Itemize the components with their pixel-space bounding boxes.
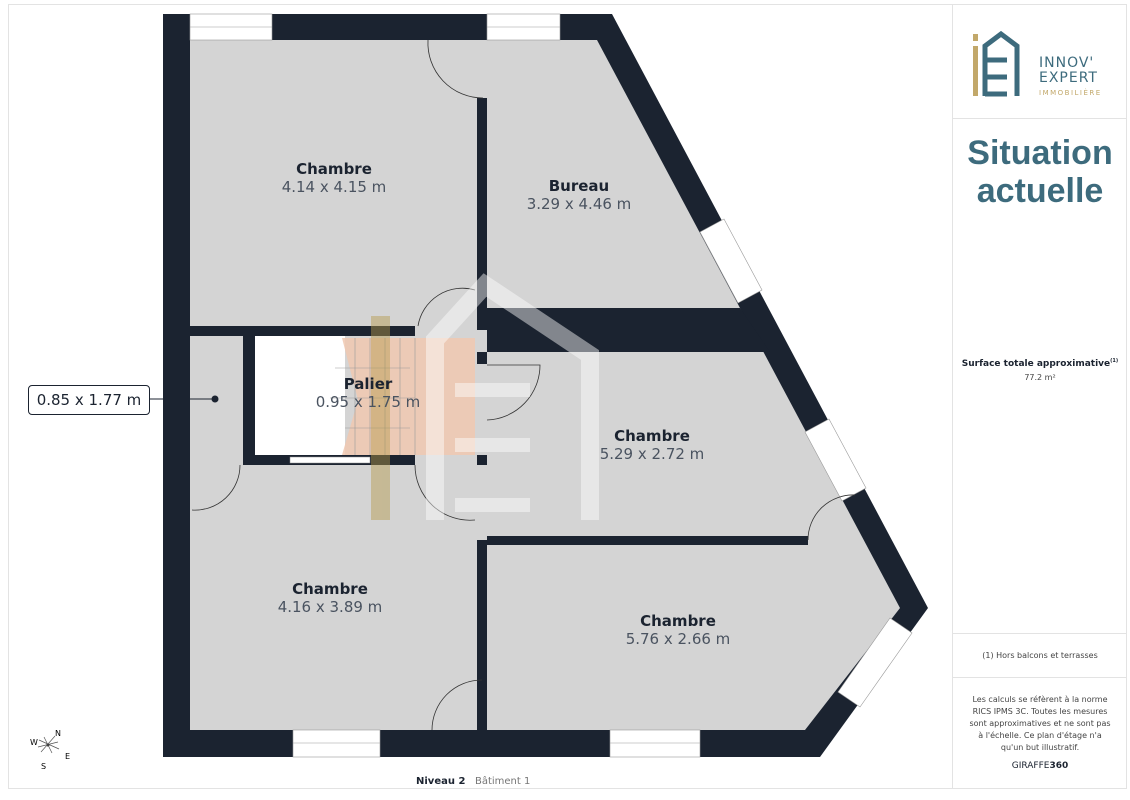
room-name: Chambre	[292, 580, 368, 598]
page-frame	[8, 4, 1127, 789]
doors	[191, 39, 856, 731]
wall	[487, 308, 770, 352]
footer: Niveau 2 Bâtiment 1	[416, 776, 530, 787]
room-dims: 5.76 x 2.66 m	[625, 630, 731, 648]
room-name: Chambre	[614, 427, 690, 445]
wall	[190, 326, 415, 336]
compass-s: S	[41, 762, 46, 771]
wall	[477, 455, 487, 465]
wall	[477, 98, 487, 330]
callout-dot	[211, 395, 219, 403]
compass-e: E	[65, 752, 70, 761]
watermark-logo	[371, 273, 599, 520]
room-dims: 5.29 x 2.72 m	[599, 445, 705, 463]
window	[289, 456, 371, 464]
wall	[243, 336, 255, 465]
wall	[477, 540, 487, 730]
room-dims: 0.95 x 1.75 m	[315, 393, 421, 411]
room-dims: 3.29 x 4.46 m	[526, 195, 632, 213]
palier-room	[255, 336, 345, 455]
room-name: Palier	[343, 375, 393, 393]
wall	[477, 352, 487, 364]
room-name: Chambre	[640, 612, 716, 630]
compass-w: W	[30, 738, 38, 747]
windows	[189, 13, 913, 758]
closet-dimension-callout: 0.85 x 1.77 m	[28, 385, 150, 415]
surface-value: 77.2 m²	[1024, 373, 1056, 382]
brand-name: INNOV'EXPERT IMMOBILIÈRE	[1039, 55, 1102, 98]
stairs	[330, 338, 475, 455]
room-name: Bureau	[548, 177, 610, 195]
credit: GIRAFFE360	[1011, 761, 1069, 771]
surface-label: Surface totale approximative(1)	[961, 358, 1119, 369]
compass-n: N	[55, 729, 61, 738]
room-name: Chambre	[296, 160, 372, 178]
building-label: Bâtiment 1	[474, 776, 531, 787]
room-dims: 4.14 x 4.15 m	[281, 178, 387, 196]
disclaimer: Les calculs se réfèrent à la norme RICS …	[969, 695, 1111, 752]
compass-icon	[37, 735, 60, 754]
floor	[190, 40, 900, 730]
wall	[487, 536, 808, 545]
footnote: (1) Hors balcons et terrasses	[982, 651, 1098, 660]
level-label: Niveau 2	[416, 776, 466, 787]
brand-logo-icon	[973, 30, 1020, 97]
room-dims: 4.16 x 3.89 m	[277, 598, 383, 616]
